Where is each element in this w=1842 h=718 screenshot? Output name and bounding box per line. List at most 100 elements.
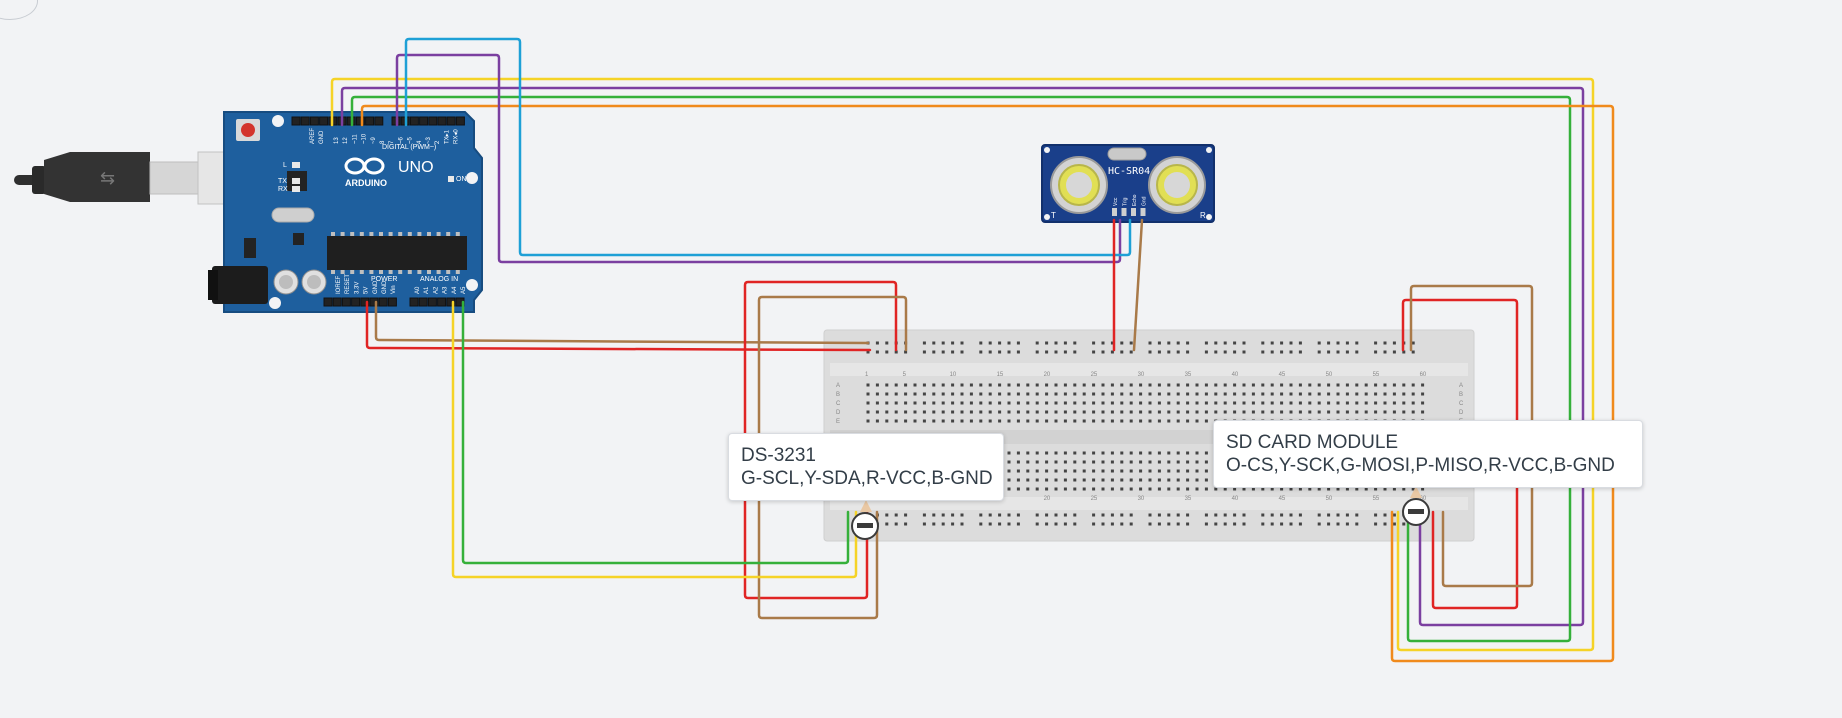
rail-hole[interactable] <box>998 522 1002 526</box>
rail-hole[interactable] <box>1261 341 1265 345</box>
rail-hole[interactable] <box>998 341 1002 345</box>
rail-hole[interactable] <box>875 341 879 345</box>
terminal-hole[interactable] <box>1007 410 1011 414</box>
terminal-hole[interactable] <box>988 392 992 396</box>
rail-hole[interactable] <box>894 522 898 526</box>
terminal-hole[interactable] <box>1195 460 1199 464</box>
terminal-hole[interactable] <box>904 401 908 405</box>
terminal-hole[interactable] <box>1120 383 1124 387</box>
rail-hole[interactable] <box>1120 522 1124 526</box>
terminal-hole[interactable] <box>1233 487 1237 491</box>
terminal-hole[interactable] <box>1007 383 1011 387</box>
rail-hole[interactable] <box>979 513 983 517</box>
terminal-hole[interactable] <box>1035 392 1039 396</box>
rail-hole[interactable] <box>1007 513 1011 517</box>
terminal-hole[interactable] <box>1176 401 1180 405</box>
rail-hole[interactable] <box>1374 341 1378 345</box>
terminal-hole[interactable] <box>979 392 983 396</box>
terminal-hole[interactable] <box>1242 392 1246 396</box>
terminal-hole[interactable] <box>894 401 898 405</box>
rail-hole[interactable] <box>1101 341 1105 345</box>
terminal-hole[interactable] <box>1233 383 1237 387</box>
terminal-hole[interactable] <box>1139 383 1143 387</box>
terminal-hole[interactable] <box>1392 410 1396 414</box>
terminal-hole[interactable] <box>1045 469 1049 473</box>
rail-hole[interactable] <box>1157 350 1161 354</box>
terminal-hole[interactable] <box>1073 469 1077 473</box>
terminal-hole[interactable] <box>1298 392 1302 396</box>
rail-hole[interactable] <box>1270 341 1274 345</box>
terminal-hole[interactable] <box>1214 392 1218 396</box>
terminal-hole[interactable] <box>998 410 1002 414</box>
rail-hole[interactable] <box>1402 350 1406 354</box>
terminal-hole[interactable] <box>1073 478 1077 482</box>
rail-hole[interactable] <box>988 513 992 517</box>
terminal-hole[interactable] <box>1374 401 1378 405</box>
terminal-hole[interactable] <box>922 401 926 405</box>
wire-brown-gnd[interactable] <box>374 300 870 345</box>
terminal-hole[interactable] <box>1289 401 1293 405</box>
terminal-hole[interactable] <box>1355 392 1359 396</box>
rail-hole[interactable] <box>1261 513 1265 517</box>
terminal-hole[interactable] <box>1035 460 1039 464</box>
terminal-hole[interactable] <box>1242 487 1246 491</box>
terminal-hole[interactable] <box>904 392 908 396</box>
terminal-hole[interactable] <box>1242 383 1246 387</box>
terminal-hole[interactable] <box>1261 410 1265 414</box>
header-pin[interactable] <box>291 116 301 126</box>
rail-hole[interactable] <box>1317 341 1321 345</box>
terminal-hole[interactable] <box>1148 392 1152 396</box>
terminal-hole[interactable] <box>1204 487 1208 491</box>
rail-hole[interactable] <box>1204 522 1208 526</box>
rail-hole[interactable] <box>1007 350 1011 354</box>
terminal-hole[interactable] <box>1016 419 1020 423</box>
terminal-hole[interactable] <box>1317 487 1321 491</box>
rail-hole[interactable] <box>1374 522 1378 526</box>
terminal-hole[interactable] <box>1073 451 1077 455</box>
rail-hole[interactable] <box>1204 513 1208 517</box>
rail-hole[interactable] <box>1129 341 1133 345</box>
rail-hole[interactable] <box>885 350 889 354</box>
terminal-hole[interactable] <box>1054 419 1058 423</box>
terminal-hole[interactable] <box>894 392 898 396</box>
terminal-hole[interactable] <box>1167 487 1171 491</box>
terminal-hole[interactable] <box>1327 383 1331 387</box>
terminal-hole[interactable] <box>1204 478 1208 482</box>
rail-hole[interactable] <box>1233 513 1237 517</box>
rail-hole[interactable] <box>1120 513 1124 517</box>
terminal-hole[interactable] <box>1063 392 1067 396</box>
terminal-hole[interactable] <box>1063 487 1067 491</box>
terminal-hole[interactable] <box>1139 487 1143 491</box>
rail-hole[interactable] <box>904 350 908 354</box>
terminal-hole[interactable] <box>1063 383 1067 387</box>
rail-hole[interactable] <box>1355 522 1359 526</box>
terminal-hole[interactable] <box>1063 460 1067 464</box>
terminal-hole[interactable] <box>1129 401 1133 405</box>
terminal-hole[interactable] <box>1110 383 1114 387</box>
terminal-hole[interactable] <box>1120 410 1124 414</box>
header-pin[interactable] <box>409 297 419 307</box>
terminal-hole[interactable] <box>1204 419 1208 423</box>
rail-hole[interactable] <box>1148 341 1152 345</box>
rail-hole[interactable] <box>1327 513 1331 517</box>
terminal-hole[interactable] <box>1063 478 1067 482</box>
rail-hole[interactable] <box>941 341 945 345</box>
terminal-hole[interactable] <box>913 401 917 405</box>
terminal-hole[interactable] <box>1176 451 1180 455</box>
sensor-pin[interactable] <box>1112 208 1117 216</box>
terminal-hole[interactable] <box>1092 460 1096 464</box>
terminal-hole[interactable] <box>1336 487 1340 491</box>
rail-hole[interactable] <box>1092 513 1096 517</box>
terminal-hole[interactable] <box>1045 383 1049 387</box>
terminal-hole[interactable] <box>1392 487 1396 491</box>
rail-hole[interactable] <box>1392 350 1396 354</box>
terminal-hole[interactable] <box>1345 487 1349 491</box>
rail-hole[interactable] <box>1270 513 1274 517</box>
header-pin[interactable] <box>387 297 397 307</box>
rail-hole[interactable] <box>1327 350 1331 354</box>
header-pin[interactable] <box>360 297 370 307</box>
rail-hole[interactable] <box>1345 350 1349 354</box>
rail-hole[interactable] <box>894 513 898 517</box>
terminal-hole[interactable] <box>885 383 889 387</box>
terminal-hole[interactable] <box>1195 401 1199 405</box>
